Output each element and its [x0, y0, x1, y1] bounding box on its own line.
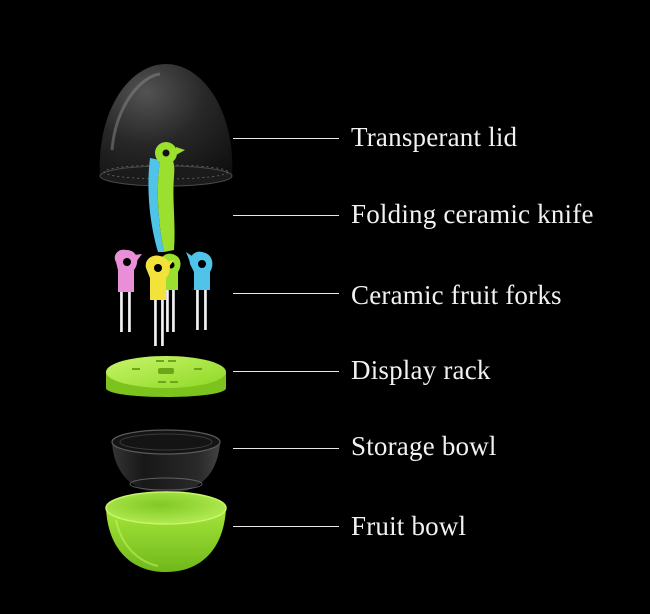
- leader-line-storage-bowl: [233, 448, 339, 449]
- label-folding-ceramic-knife: Folding ceramic knife: [351, 199, 594, 229]
- ceramic-fruit-forks: [114, 249, 213, 346]
- fruit-bowl: [105, 491, 227, 572]
- display-rack: [106, 356, 226, 397]
- yellow-fork: [145, 255, 174, 346]
- label-storage-bowl: Storage bowl: [351, 431, 497, 461]
- label-transparent-lid: Transperant lid: [351, 122, 518, 152]
- leader-line-knife: [233, 215, 339, 216]
- folding-ceramic-knife: [148, 142, 185, 252]
- leader-line-fruit-bowl: [233, 526, 339, 527]
- label-display-rack: Display rack: [351, 355, 491, 385]
- label-fruit-bowl: Fruit bowl: [351, 511, 467, 541]
- leader-line-rack: [233, 371, 339, 372]
- leader-line-lid: [233, 138, 339, 139]
- label-ceramic-fruit-forks: Ceramic fruit forks: [351, 280, 562, 310]
- leader-line-forks: [233, 293, 339, 294]
- blue-fork: [186, 251, 213, 330]
- pink-fork: [114, 249, 142, 332]
- storage-bowl: [111, 429, 221, 494]
